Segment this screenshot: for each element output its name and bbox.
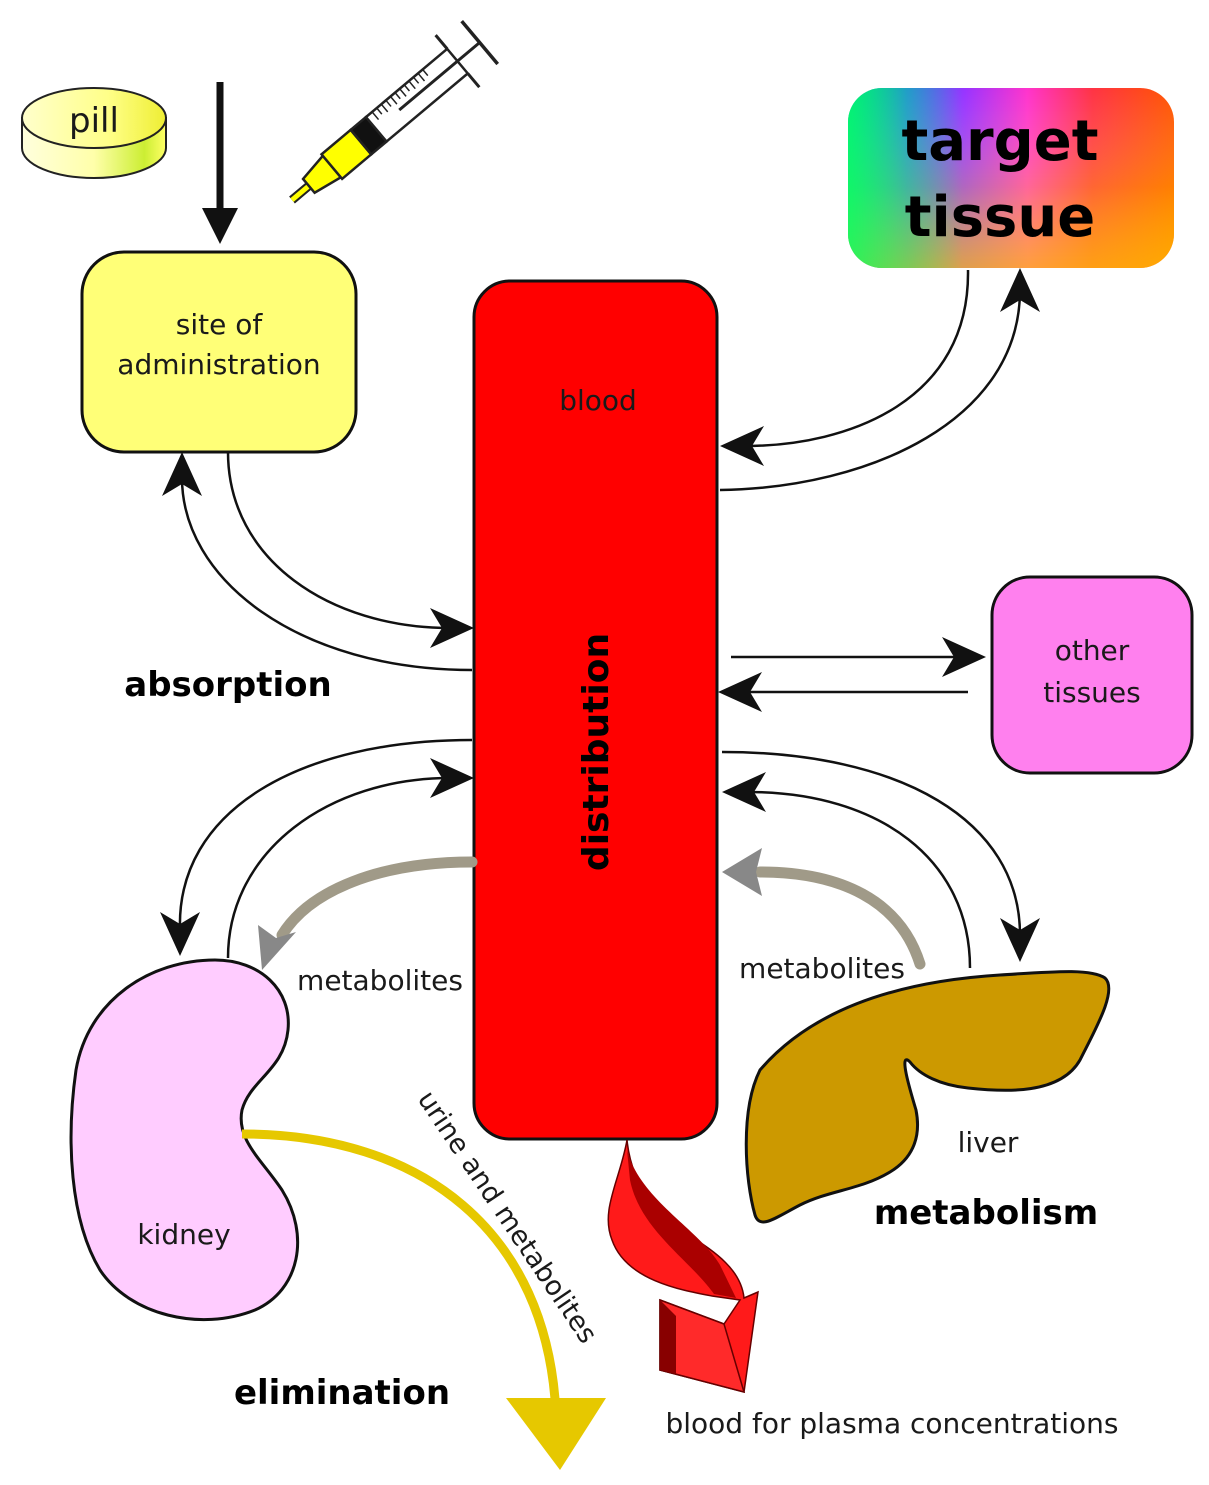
distribution-label: distribution bbox=[576, 633, 617, 871]
administration-arrow bbox=[202, 82, 238, 244]
kidney-organ: kidney bbox=[71, 960, 298, 1320]
absorption-arrows bbox=[182, 452, 472, 670]
target-label-line1: target bbox=[901, 109, 1098, 174]
target-label-line2: tissue bbox=[905, 185, 1095, 250]
other-tissues-box: other tissues bbox=[992, 577, 1192, 773]
elimination-label: elimination bbox=[234, 1373, 450, 1413]
liver-label: liver bbox=[958, 1126, 1019, 1159]
pill-label: pill bbox=[69, 101, 119, 141]
liver-arrows bbox=[722, 752, 1020, 968]
syringe-icon bbox=[270, 16, 501, 226]
plasma-arrow-icon bbox=[608, 1140, 758, 1392]
other-label-line1: other bbox=[1055, 634, 1130, 667]
target-tissue-box: target tissue bbox=[848, 88, 1174, 268]
site-label-line1: site of bbox=[176, 308, 264, 341]
blood-label: blood bbox=[559, 384, 637, 417]
kidney-label: kidney bbox=[137, 1218, 230, 1251]
metabolism-label: metabolism bbox=[874, 1193, 1098, 1233]
pill-icon: pill bbox=[22, 88, 166, 178]
target-tissue-arrows bbox=[720, 270, 1020, 490]
kidney-arrows bbox=[180, 740, 472, 958]
site-of-administration-box: site of administration bbox=[82, 252, 356, 452]
liver-organ: liver bbox=[746, 972, 1109, 1222]
arrowhead-metabolites-blood bbox=[722, 848, 762, 896]
plasma-label: blood for plasma concentrations bbox=[665, 1407, 1118, 1440]
metabolites-right-label: metabolites bbox=[739, 952, 905, 985]
absorption-label: absorption bbox=[124, 665, 331, 705]
other-label-line2: tissues bbox=[1043, 676, 1141, 709]
blood-box: blood distribution bbox=[474, 281, 717, 1139]
metabolites-left-label: metabolites bbox=[297, 964, 463, 997]
site-label-line2: administration bbox=[117, 348, 320, 381]
other-tissues-arrows bbox=[731, 657, 968, 692]
